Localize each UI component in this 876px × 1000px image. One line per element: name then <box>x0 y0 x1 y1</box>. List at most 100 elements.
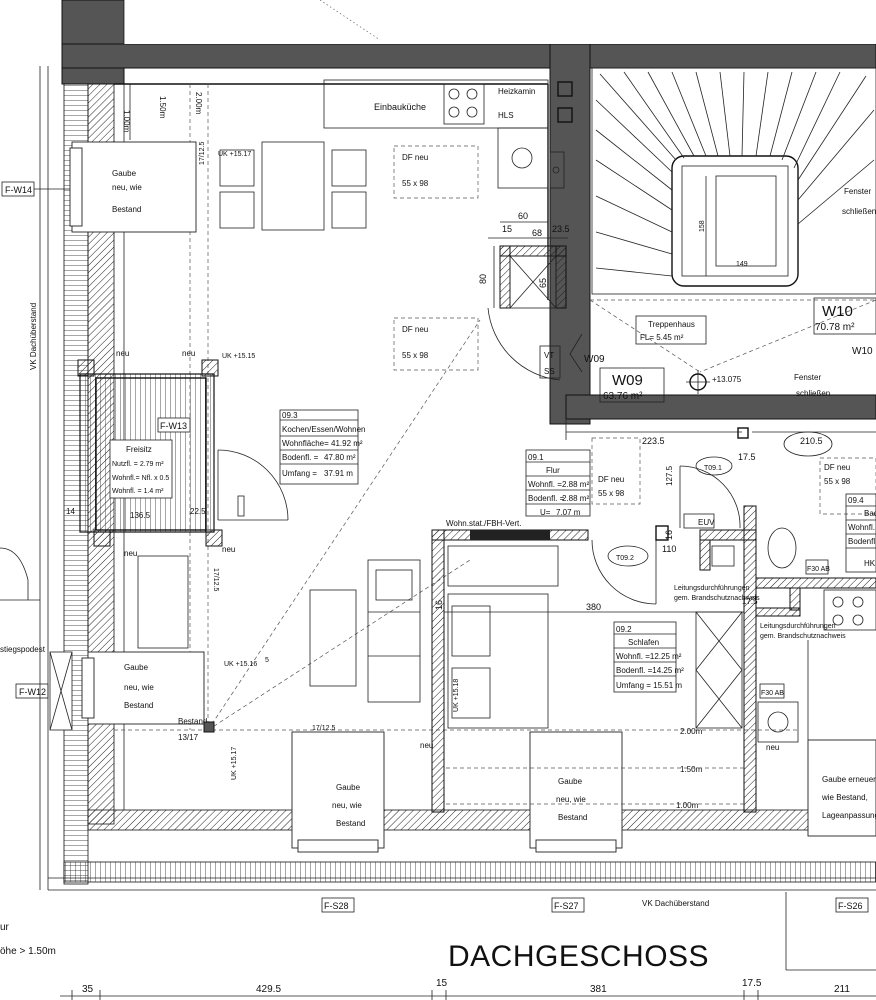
dining-table: UK +15.17 <box>218 141 367 231</box>
gaube-label-3: Bestand <box>112 205 141 214</box>
bottom-dim-3: 15 <box>436 978 448 989</box>
dim-175-a: 17.5 <box>738 452 756 462</box>
dim-17125-a: 17/12.5 <box>199 142 206 165</box>
dim-235: 23.5 <box>552 224 570 234</box>
neu-6: neu <box>766 743 779 752</box>
bad-name: Bad <box>864 509 876 518</box>
tag-fw14: F-W14 <box>5 185 32 195</box>
dim-16-a: 16 <box>434 600 444 610</box>
shaft: 60 15 68 23.5 80 65 <box>478 211 570 309</box>
tag-fs28: F-S28 <box>324 901 349 911</box>
dim-158: 158 <box>699 220 706 232</box>
uk-1518: UK +15.18 <box>453 679 460 712</box>
hls-label: HLS <box>498 111 514 120</box>
dormer-fs28: Gaube neu, wie Bestand F-S28 <box>291 731 385 913</box>
schlafen-wohnfl: Wohnfl. =12.25 m² <box>616 652 682 661</box>
balcony-fw13: neu neu UK +15.15 F-W13 Freisitz Nutzfl.… <box>66 349 289 558</box>
uk-1517: UK +15.17 <box>218 151 251 158</box>
bottom-dim-1: 35 <box>82 984 94 995</box>
dim-17125-c: 17/12.5 <box>312 725 335 732</box>
dim-1275: 127.5 <box>665 465 674 486</box>
df-neu-1: DF neu <box>402 153 428 162</box>
bestand-2: 13/17 <box>178 733 199 742</box>
neu-3: neu <box>124 549 137 558</box>
dim-68: 68 <box>532 228 542 238</box>
vt-ss: VT SS <box>487 307 561 381</box>
t091-label: T09.1 <box>704 465 722 472</box>
kochen-bodenfl: Bodenfl. = <box>282 453 319 462</box>
kitchen: Einbauküche Heizkamin HLS <box>323 79 573 189</box>
flur-bodenfl: Bodenfl. = <box>528 494 565 503</box>
dim-80: 80 <box>478 274 488 284</box>
dim-100: 1.00m <box>122 110 131 133</box>
tag-fs26: F-S26 <box>838 901 863 911</box>
einbaukueche-label: Einbauküche <box>374 102 426 112</box>
uk-1515: UK +15.15 <box>222 353 255 360</box>
gaube-fw12-2: neu, wie <box>124 683 154 692</box>
dim-2105: 210.5 <box>800 436 823 446</box>
uk-15165-sup: 5 <box>265 657 269 664</box>
dim-14: 14 <box>66 507 75 516</box>
dormer-fs26: Gaube erneuert, wie Bestand, Lageanpassu… <box>785 739 876 971</box>
vk-dachueberstand-1: VK Dachüberstand <box>29 303 38 370</box>
gaube-label-2: neu, wie <box>112 183 142 192</box>
f30ab-2: F30 AB <box>761 690 784 697</box>
stiegspodest-label: stiegspodest <box>0 645 46 654</box>
gaube-fw12-1: Gaube <box>124 663 149 672</box>
unit-w09: W09 63.76 m² W09 +13.075 Fenster schließ… <box>569 333 830 403</box>
bottom-dim-6: 211 <box>834 984 850 995</box>
kochen-umfang-val: 37.91 m <box>324 469 353 478</box>
gaube-erneuert-1: Gaube erneuert, <box>822 775 876 784</box>
gaube-fs27-2: neu, wie <box>556 795 586 804</box>
bedroom: 380 UK +15.18 09.2 Schlafen Wohnfl. =12.… <box>444 545 744 810</box>
unit-w10-area: 70.78 m² <box>815 322 855 333</box>
vk-dachueberstand-2: VK Dachüberstand <box>642 899 709 908</box>
bottom-dim-2: 429.5 <box>256 984 281 995</box>
gaube-label: Gaube <box>112 169 137 178</box>
bad-hk: HK <box>864 559 876 568</box>
flur-umfang-val: 7.07 m <box>556 508 581 517</box>
gaube-fs28-2: neu, wie <box>332 801 362 810</box>
df-size-2: 55 x 98 <box>402 351 429 360</box>
bestand-1: Bestand <box>178 717 207 726</box>
schlafen-no: 09.2 <box>616 625 632 634</box>
bottom-dimension-chain: 35 429.5 15 381 17.5 211 <box>60 978 876 1000</box>
hallway: DF neu 55 x 98 09.1 Flur Wohnfl. = 2.88 … <box>525 437 657 605</box>
dim-200b: 2.00m <box>680 727 703 736</box>
schlafen-name: Schlafen <box>628 638 659 647</box>
fenster-2: schließen <box>842 207 876 216</box>
tag-fw12: F-W12 <box>19 687 46 697</box>
gaube-fs27-1: Gaube <box>558 777 583 786</box>
dim-200: 2.00m <box>194 92 203 115</box>
freisitz-nutzfl: Nutzfl. = 2.79 m² <box>112 461 164 468</box>
kochen-bodenfl-val: 47.80 m² <box>324 453 356 462</box>
flur-name: Flur <box>546 466 560 475</box>
dim-15: 15 <box>502 224 512 234</box>
fenster-4: schließen <box>796 389 830 398</box>
legend: ur öhe > 1.50m <box>0 922 56 957</box>
dim-150: 1.50m <box>158 96 167 119</box>
dim-65: 65 <box>538 278 548 288</box>
unit-w09-id: W09 <box>612 372 643 389</box>
leitung-4: gem. Brandschutznachweis <box>760 633 846 640</box>
dim-1365: 136.5 <box>130 511 151 520</box>
leitung-1: Leitungsdurchführungen <box>674 585 750 592</box>
dim-60: 60 <box>518 211 528 221</box>
kochen-wohnfl: Wohnfläche= 41.92 m² <box>282 439 363 448</box>
schlafen-umfang: Umfang = 15.51 m <box>616 681 682 690</box>
bad-no: 09.4 <box>848 496 864 505</box>
df-size-1: 55 x 98 <box>402 179 429 188</box>
dormer-fs27: Gaube neu, wie Bestand F-S27 VK Dachüber… <box>529 731 709 913</box>
living-furniture: 17/12.5 <box>137 555 421 703</box>
room-kochen-info: 09.3 Kochen/Essen/Wohnen Wohnfläche= 41.… <box>279 409 365 485</box>
bad-bodenfl: Bodenfl. <box>848 537 876 546</box>
flur-no: 09.1 <box>528 453 544 462</box>
flur-umfang: U= <box>540 508 551 517</box>
roof-window-1: DF neu 55 x 98 <box>393 145 479 199</box>
unit-w10-right: W10 <box>852 346 873 357</box>
dim-100b: 1.00m <box>676 801 699 810</box>
neu-1: neu <box>116 349 129 358</box>
wohn-stat-label: Wohn.stat./FBH-Vert. <box>446 519 521 528</box>
bedroom-walls: Wohn.stat./FBH-Vert. neu neu 16 <box>420 505 779 813</box>
